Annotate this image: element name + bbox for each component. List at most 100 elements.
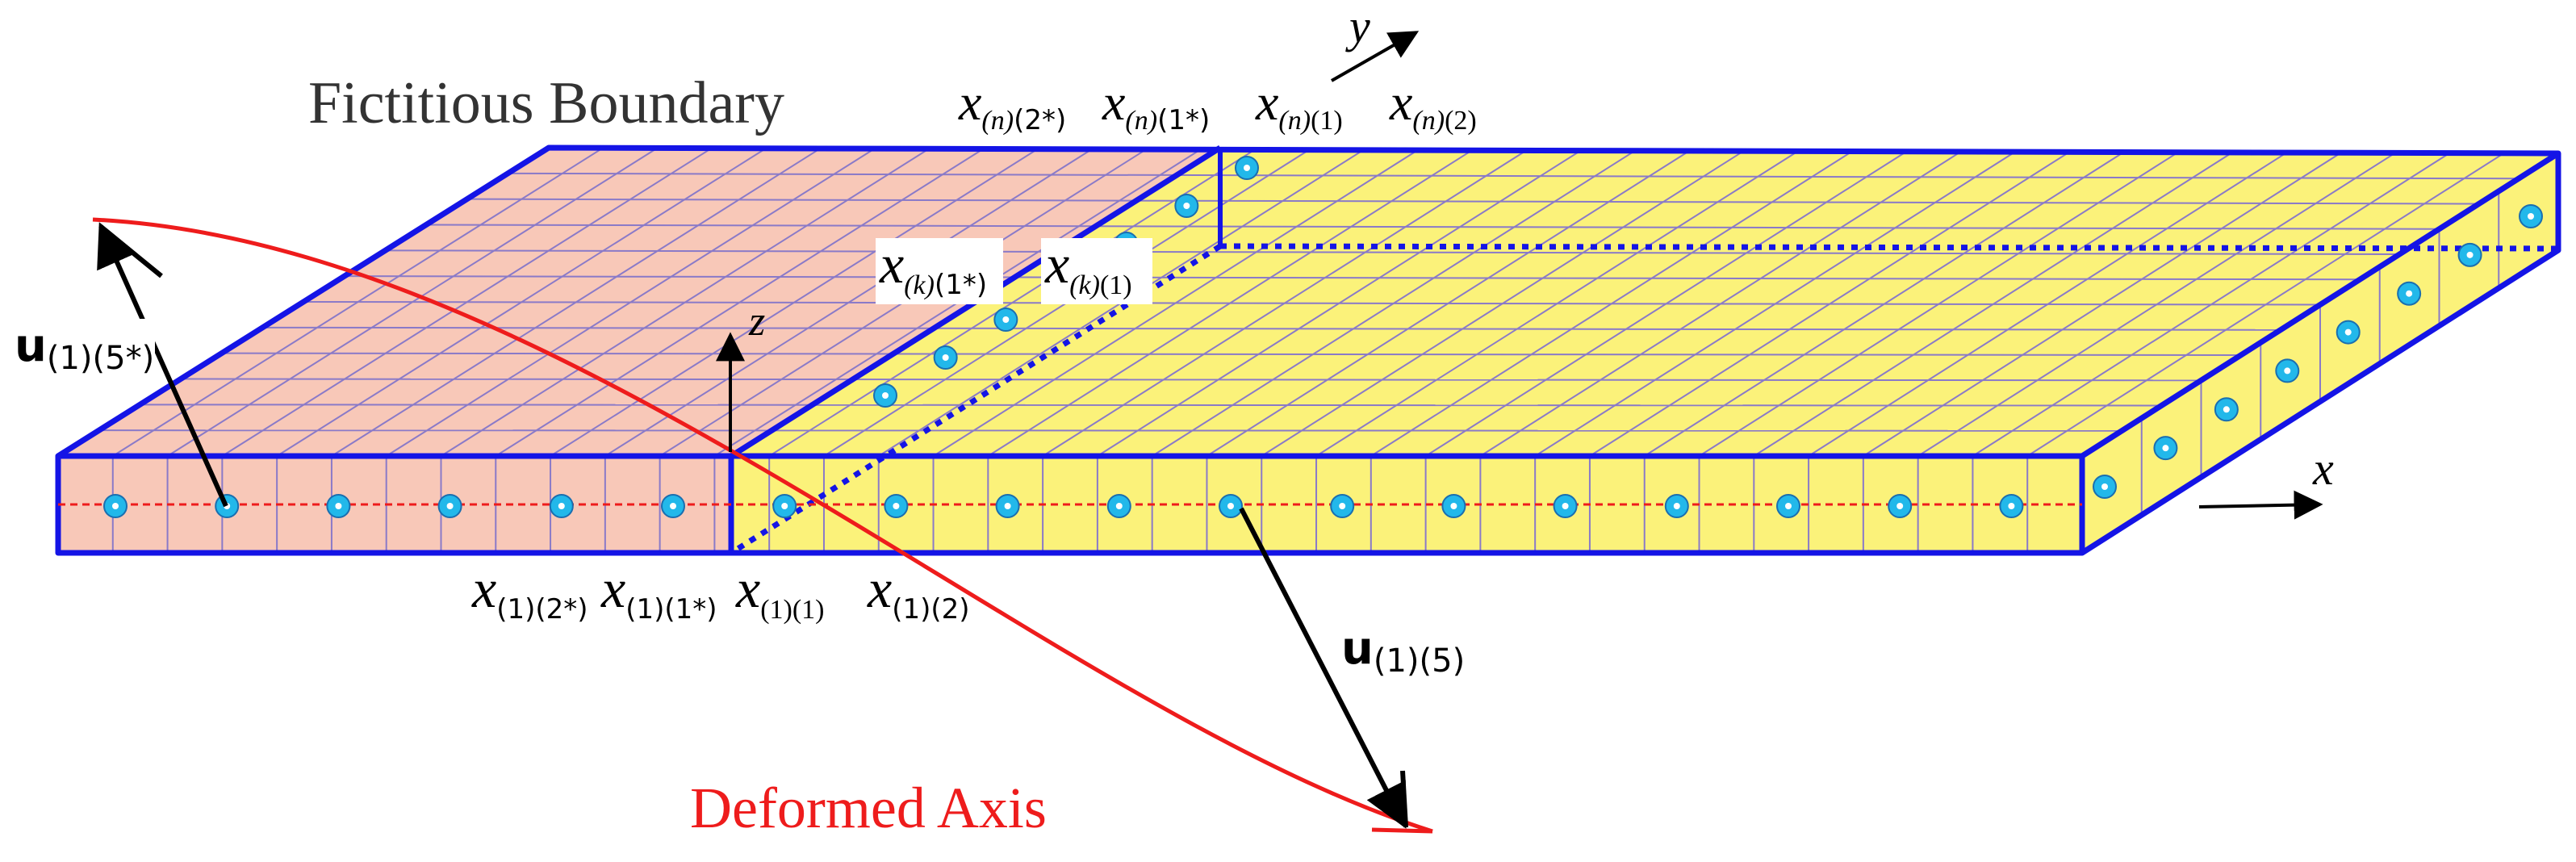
grid-line <box>768 149 1256 457</box>
grid-line <box>386 148 876 457</box>
grid-line <box>1644 151 2125 457</box>
grid-line <box>140 404 2162 407</box>
grid-line <box>1206 150 1690 457</box>
grid-line <box>1370 150 1853 457</box>
grid-line <box>385 249 2400 255</box>
node-point-center <box>558 503 565 509</box>
node-point-center <box>2344 328 2352 336</box>
grid-line <box>425 224 2440 230</box>
axis-y-label: y <box>1345 0 1370 52</box>
node-point-center <box>1896 503 1904 509</box>
y-axis-arrow <box>1331 31 1420 82</box>
grid-line <box>180 378 2202 382</box>
grid-line <box>112 147 604 457</box>
node-label-n-1star: x(n)(1*) <box>1102 73 1210 136</box>
text-labels: Fictitious Boundary Deformed Axis x y z … <box>10 0 2334 840</box>
grid-line <box>1972 152 2450 457</box>
fictitious-boundary-label: Fictitious Boundary <box>308 70 784 136</box>
node-point-center <box>2466 251 2474 258</box>
grid-line <box>987 149 1473 457</box>
grid-line <box>276 147 767 457</box>
mesh-grid <box>98 147 2519 553</box>
grid-line <box>1042 149 1527 457</box>
node-label-k-1: x(k)(1) <box>1044 233 1132 300</box>
node-point-center <box>446 503 454 509</box>
node-point-center <box>1450 503 1457 509</box>
node-point-center <box>2162 445 2169 452</box>
x-axis-arrow <box>2198 490 2323 520</box>
grid-line <box>440 148 930 457</box>
grid-line <box>1863 152 2342 457</box>
grid-line <box>1152 149 1636 457</box>
grid-line <box>2026 152 2505 457</box>
node-point-center <box>1339 503 1346 509</box>
grid-line <box>1425 150 1907 457</box>
grid-line <box>344 275 2361 281</box>
grid-line <box>1534 151 2016 457</box>
grid-line <box>1698 151 2179 457</box>
node-point-center <box>942 354 949 361</box>
node-point-center <box>2101 483 2108 490</box>
grid-line <box>466 198 2479 205</box>
grid-line <box>604 149 1093 457</box>
grid-line <box>933 149 1419 457</box>
grid-line <box>1753 152 2233 457</box>
node-label-1-2: x(1)(2) <box>867 558 970 626</box>
grid-line <box>1808 152 2288 457</box>
coordinate-axes <box>716 31 2323 520</box>
u-1-5-label: u(1)(5) <box>1341 622 1465 680</box>
node-points <box>103 156 2543 518</box>
grid-line <box>1315 150 1799 457</box>
node-point-center <box>2008 503 2015 509</box>
grid-line <box>1479 151 1962 457</box>
node-point-center <box>1002 316 1010 323</box>
u-1-5star-arrow <box>97 222 228 508</box>
node-label-n-2star: x(n)(2*) <box>958 73 1066 136</box>
node-label-n-1: x(n)(1) <box>1255 73 1343 136</box>
node-label-1-1: x(1)(1) <box>735 558 824 625</box>
grid-line <box>1097 149 1582 457</box>
node-point-center <box>1115 503 1123 509</box>
node-point-center <box>670 503 676 509</box>
plate-outline <box>55 144 2561 556</box>
node-point-center <box>781 503 788 509</box>
node-point-center <box>1673 503 1680 509</box>
plate <box>55 144 2561 556</box>
node-point-center <box>2406 290 2413 297</box>
node-point-center <box>2223 406 2230 413</box>
grid-line <box>331 148 822 457</box>
deformed-axis-label: Deformed Axis <box>690 776 1047 840</box>
grid-line <box>1917 152 2396 457</box>
node-point-center <box>1562 503 1569 509</box>
grid-line <box>508 172 2519 180</box>
node-point-center <box>2528 213 2534 220</box>
grid-line <box>495 148 984 457</box>
node-label-n-2: x(n)(2) <box>1389 73 1477 136</box>
node-label-k-1star: x(k)(1*) <box>879 233 987 301</box>
u-1-5-arrow <box>1239 507 1407 829</box>
node-point-center <box>882 392 889 399</box>
node-point-center <box>1183 203 1190 209</box>
node-point-center <box>1004 503 1011 509</box>
grid-line <box>1261 150 1745 457</box>
grid-line <box>221 147 713 457</box>
axis-x-label: x <box>2312 442 2334 495</box>
grid-line <box>303 301 2321 306</box>
grid-line <box>1589 151 2070 457</box>
grid-line <box>550 148 1039 457</box>
node-point-center <box>1227 503 1234 509</box>
node-point-center <box>112 503 119 509</box>
node-point-center <box>335 503 342 509</box>
node-point-center <box>893 503 900 509</box>
axis-z-label: z <box>748 299 765 345</box>
deformed-axis-tail <box>1371 827 1433 834</box>
grid-line <box>167 147 659 457</box>
grid-line <box>221 352 2241 356</box>
deformed-axis-curve <box>92 217 1433 834</box>
displacement-arrows <box>97 222 1408 829</box>
top-node-labels: x(n)(2*) x(n)(1*) x(n)(1) x(n)(2) <box>958 73 1477 136</box>
node-point-center <box>1244 165 1250 171</box>
node-label-1-2star: x(1)(2*) <box>471 558 588 626</box>
